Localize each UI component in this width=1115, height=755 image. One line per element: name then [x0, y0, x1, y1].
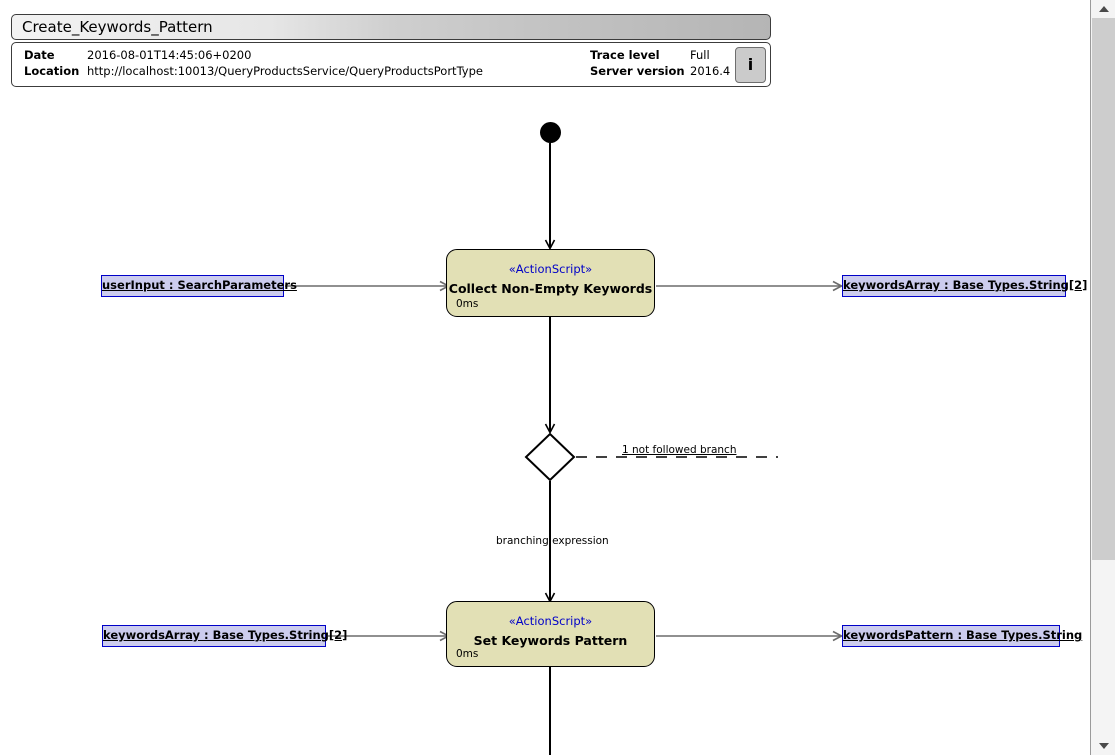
trace-info-box: Date 2016-08-01T14:45:06+0200 Location h…	[11, 42, 771, 87]
decision-node	[524, 432, 576, 482]
diagram-canvas[interactable]: Create_Keywords_Pattern Date 2016-08-01T…	[0, 0, 1090, 755]
edge-label-branching-expression: branching expression	[496, 535, 609, 547]
action-stereotype: «ActionScript»	[508, 614, 593, 628]
location-label: Location	[24, 64, 80, 78]
action-duration: 0ms	[456, 298, 479, 310]
pin-keywords-array-input[interactable]: keywordsArray : Base Types.String[2]	[102, 625, 347, 647]
pin-user-input[interactable]: userInput : SearchParameters	[101, 275, 297, 297]
trace-level-value: Full	[690, 48, 710, 62]
date-label: Date	[24, 48, 55, 62]
chevron-down-icon	[1098, 743, 1109, 749]
chevron-up-icon	[1098, 6, 1109, 12]
edge-label-not-followed-branch: 1 not followed branch	[622, 444, 737, 456]
trace-header-panel: Create_Keywords_Pattern Date 2016-08-01T…	[11, 14, 773, 87]
vertical-scrollbar[interactable]	[1090, 0, 1115, 755]
server-version-label: Server version	[590, 64, 685, 78]
location-value: http://localhost:10013/QueryProductsServ…	[87, 64, 483, 78]
server-version-value: 2016.4	[690, 64, 731, 78]
info-button[interactable]: i	[735, 47, 766, 83]
trace-title-bar: Create_Keywords_Pattern	[11, 14, 771, 40]
trace-level-label: Trace level	[590, 48, 660, 62]
pin-keywords-pattern-output[interactable]: keywordsPattern : Base Types.String	[842, 625, 1082, 647]
scroll-down-button[interactable]	[1092, 737, 1115, 755]
pin-keywords-array-output[interactable]: keywordsArray : Base Types.String[2]	[842, 275, 1087, 297]
action-node-set-keywords-pattern[interactable]: «ActionScript» Set Keywords Pattern 0ms	[446, 601, 655, 667]
scrollbar-thumb[interactable]	[1092, 18, 1115, 560]
action-stereotype: «ActionScript»	[508, 262, 593, 276]
action-node-collect-non-empty-keywords[interactable]: «ActionScript» Collect Non-Empty Keyword…	[446, 249, 655, 317]
initial-node[interactable]	[540, 122, 561, 143]
scroll-up-button[interactable]	[1092, 0, 1115, 18]
date-value: 2016-08-01T14:45:06+0200	[87, 48, 252, 62]
page-title: Create_Keywords_Pattern	[22, 18, 213, 36]
action-duration: 0ms	[456, 648, 479, 660]
action-title: Collect Non-Empty Keywords	[448, 281, 653, 296]
action-title: Set Keywords Pattern	[473, 633, 628, 648]
